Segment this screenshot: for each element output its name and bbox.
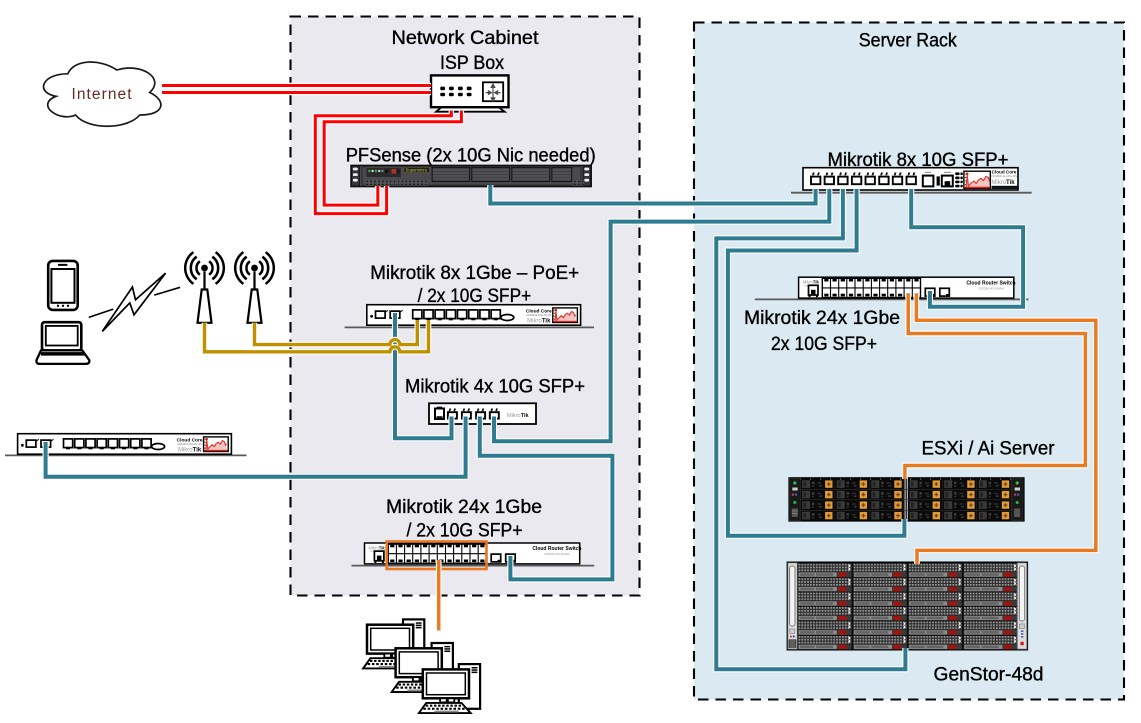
svg-text:Internet: Internet bbox=[72, 86, 133, 103]
svg-text:/ 2x 10G SFP+: / 2x 10G SFP+ bbox=[407, 521, 523, 542]
svg-text:MikroTik: MikroTik bbox=[991, 180, 1015, 186]
svg-text:MikroTik: MikroTik bbox=[507, 413, 530, 419]
svg-text:Mikrotik 8x 10G SFP+: Mikrotik 8x 10G SFP+ bbox=[828, 150, 1009, 171]
svg-text:2x 10G SFP+: 2x 10G SFP+ bbox=[771, 334, 877, 355]
svg-text:Mikrotik 4x 10G SFP+: Mikrotik 4x 10G SFP+ bbox=[405, 377, 585, 398]
svg-text:Cloud Core: Cloud Core bbox=[992, 170, 1017, 175]
svg-text:PFSense (2x 10G Nic needed): PFSense (2x 10G Nic needed) bbox=[346, 145, 596, 166]
svg-text:ISP Box: ISP Box bbox=[440, 53, 504, 74]
svg-text:GenStor-48d: GenStor-48d bbox=[934, 665, 1044, 686]
svg-text:Mikrotik 24x 1Gbe: Mikrotik 24x 1Gbe bbox=[386, 497, 542, 518]
svg-text:Network Cabinet: Network Cabinet bbox=[392, 28, 540, 49]
svg-text:/ 2x 10G SFP+: / 2x 10G SFP+ bbox=[418, 286, 532, 307]
svg-text:Server Rack: Server Rack bbox=[859, 31, 957, 52]
svg-text:Supermicro: Supermicro bbox=[406, 167, 428, 172]
svg-text:Mikrotik 8x 1Gbe – PoE+: Mikrotik 8x 1Gbe – PoE+ bbox=[370, 263, 579, 284]
svg-text:CCR2004-1G-12S+2XS: CCR2004-1G-12S+2XS bbox=[991, 175, 1017, 178]
svg-text:ESXi / Ai Server: ESXi / Ai Server bbox=[922, 439, 1056, 460]
svg-text:Mikrotik 24x 1Gbe: Mikrotik 24x 1Gbe bbox=[744, 308, 900, 329]
